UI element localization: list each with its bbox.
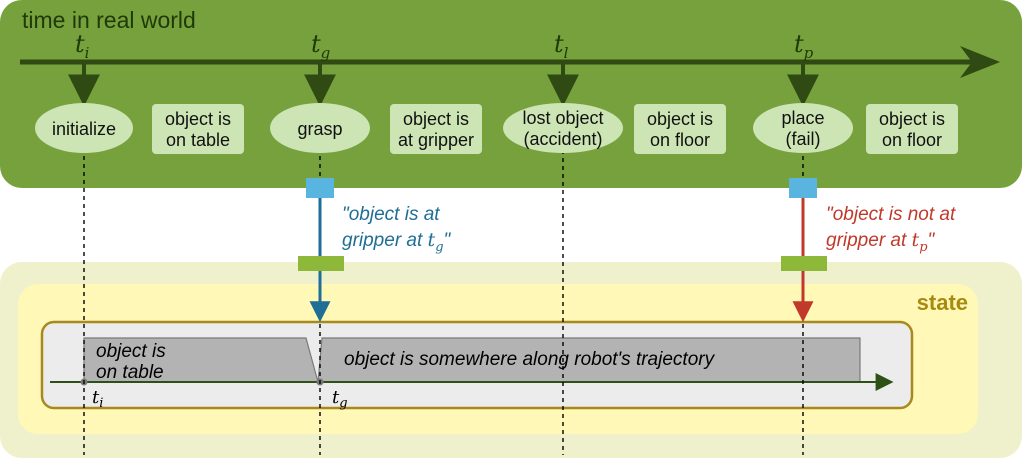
svg-text:grasp: grasp: [297, 119, 342, 139]
time-guides: [83, 140, 804, 455]
state-bar-on-table-text: object is on table: [96, 341, 171, 383]
event-ticks: [68, 62, 819, 107]
event-pill: initialize: [35, 103, 133, 153]
time-label: tl: [554, 30, 569, 62]
event-pill: place(fail): [753, 103, 853, 153]
time-label: tg: [311, 30, 330, 62]
world-title: time in real world: [22, 7, 196, 33]
state-tick-tg-label: tg: [332, 387, 348, 411]
time-labels: ti tg tl tp: [75, 30, 814, 62]
event-pill: grasp: [270, 103, 370, 153]
svg-text:place(fail): place(fail): [781, 108, 824, 149]
time-label: ti: [75, 30, 90, 62]
time-label: tp: [794, 30, 814, 62]
state-bar-on-table: [84, 338, 318, 382]
state-bar-trajectory: [318, 338, 860, 382]
event-pills: initialize grasp lost object(accident) plac…: [35, 103, 853, 153]
filter-place-icon: [781, 256, 827, 271]
filter-grasp-icon: [298, 256, 344, 271]
world-timeline-arrowhead: [960, 46, 1000, 78]
svg-text:initialize: initialize: [52, 119, 116, 139]
obs-place-text: "object is not at gripper at tp": [826, 204, 961, 255]
obs-grasp-text: "object is at gripper at tg": [342, 204, 452, 255]
state-tick-ti-label: ti: [92, 387, 103, 411]
sensor-grasp-icon: [306, 178, 334, 198]
sensor-place-icon: [789, 178, 817, 198]
state-label: state: [917, 290, 968, 315]
state-bar-trajectory-text: object is somewhere along robot's trajec…: [344, 349, 716, 370]
event-pill: lost object(accident): [503, 103, 623, 153]
svg-text:lost object(accident): lost object(accident): [522, 108, 603, 149]
